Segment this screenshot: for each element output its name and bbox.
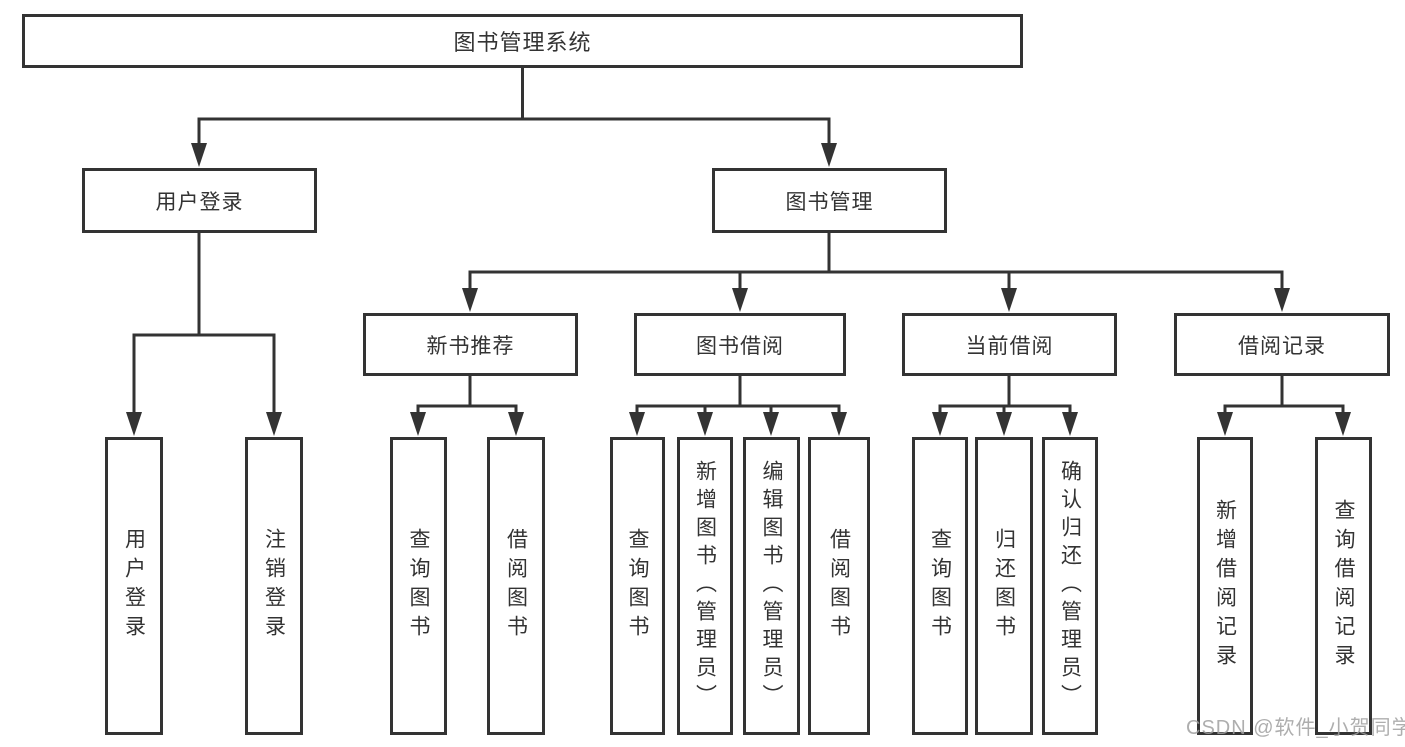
arrowhead-icon bbox=[996, 412, 1012, 436]
leaf-records-add-record: 新增借阅记录 bbox=[1197, 437, 1253, 735]
leaf-records-query-record: 查询借阅记录 bbox=[1315, 437, 1372, 735]
arrowhead-icon bbox=[697, 412, 713, 436]
leaf-user-login-label: 用户登录 bbox=[122, 528, 146, 644]
node-root: 图书管理系统 bbox=[22, 14, 1023, 68]
arrowhead-icon bbox=[1274, 288, 1290, 312]
leaf-current-query-book: 查询图书 bbox=[912, 437, 968, 735]
leaf-current-return-book-label: 归还图书 bbox=[992, 528, 1016, 644]
watermark-text: CSDN @软件_小贺同学 bbox=[1186, 717, 1405, 739]
node-borrow-records: 借阅记录 bbox=[1174, 313, 1390, 376]
leaf-records-add-record-label: 新增借阅记录 bbox=[1213, 499, 1237, 673]
leaf-recommend-borrow-book: 借阅图书 bbox=[487, 437, 545, 735]
arrowhead-icon bbox=[629, 412, 645, 436]
arrowhead-icon bbox=[1217, 412, 1233, 436]
node-new-book-recommend: 新书推荐 bbox=[363, 313, 578, 376]
arrowhead-icon bbox=[1001, 288, 1017, 312]
leaf-records-query-record-label: 查询借阅记录 bbox=[1332, 499, 1355, 673]
node-user-login: 用户登录 bbox=[82, 168, 317, 233]
node-borrow-records-label: 借阅记录 bbox=[1238, 334, 1326, 358]
leaf-logout-label: 注销登录 bbox=[262, 528, 286, 644]
leaf-current-confirm-return-admin: 确认归还（管理员） bbox=[1042, 437, 1098, 735]
arrowhead-icon bbox=[1335, 412, 1351, 436]
node-user-login-label: 用户登录 bbox=[155, 190, 244, 214]
node-new-book-recommend-label: 新书推荐 bbox=[426, 334, 515, 358]
leaf-current-confirm-return-admin-label: 确认归还（管理员） bbox=[1058, 460, 1082, 712]
leaf-recommend-query-book: 查询图书 bbox=[390, 437, 447, 735]
leaf-logout: 注销登录 bbox=[245, 437, 303, 735]
node-current-borrow: 当前借阅 bbox=[902, 313, 1117, 376]
leaf-borrow-query-book-label: 查询图书 bbox=[626, 528, 649, 644]
leaf-current-return-book: 归还图书 bbox=[975, 437, 1033, 735]
leaf-current-query-book-label: 查询图书 bbox=[928, 528, 952, 644]
node-book-management-label: 图书管理 bbox=[785, 190, 874, 214]
arrowhead-icon bbox=[932, 412, 948, 436]
leaf-borrow-borrow-book: 借阅图书 bbox=[808, 437, 870, 735]
arrowhead-icon bbox=[462, 288, 478, 312]
leaf-borrow-add-book-admin-label: 新增图书（管理员） bbox=[693, 460, 717, 712]
leaf-recommend-query-book-label: 查询图书 bbox=[407, 528, 430, 644]
arrowhead-icon bbox=[831, 412, 847, 436]
arrowhead-icon bbox=[410, 412, 426, 436]
arrowhead-icon bbox=[1062, 412, 1078, 436]
arrowhead-icon bbox=[266, 412, 282, 436]
node-book-borrow: 图书借阅 bbox=[634, 313, 846, 376]
leaf-recommend-borrow-book-label: 借阅图书 bbox=[504, 528, 528, 644]
arrowhead-icon bbox=[732, 288, 748, 312]
node-book-management: 图书管理 bbox=[712, 168, 947, 233]
leaf-user-login: 用户登录 bbox=[105, 437, 163, 735]
arrowhead-icon bbox=[191, 143, 207, 167]
node-book-borrow-label: 图书借阅 bbox=[696, 334, 784, 358]
leaf-borrow-query-book: 查询图书 bbox=[610, 437, 665, 735]
leaf-borrow-add-book-admin: 新增图书（管理员） bbox=[677, 437, 733, 735]
leaf-borrow-borrow-book-label: 借阅图书 bbox=[827, 528, 851, 644]
leaf-borrow-edit-book-admin-label: 编辑图书（管理员） bbox=[760, 460, 783, 712]
arrowhead-icon bbox=[763, 412, 779, 436]
node-current-borrow-label: 当前借阅 bbox=[965, 334, 1054, 358]
arrowhead-icon bbox=[508, 412, 524, 436]
arrowhead-icon bbox=[126, 412, 142, 436]
leaf-borrow-edit-book-admin: 编辑图书（管理员） bbox=[743, 437, 800, 735]
node-root-label: 图书管理系统 bbox=[453, 30, 592, 55]
arrowhead-icon bbox=[821, 143, 837, 167]
